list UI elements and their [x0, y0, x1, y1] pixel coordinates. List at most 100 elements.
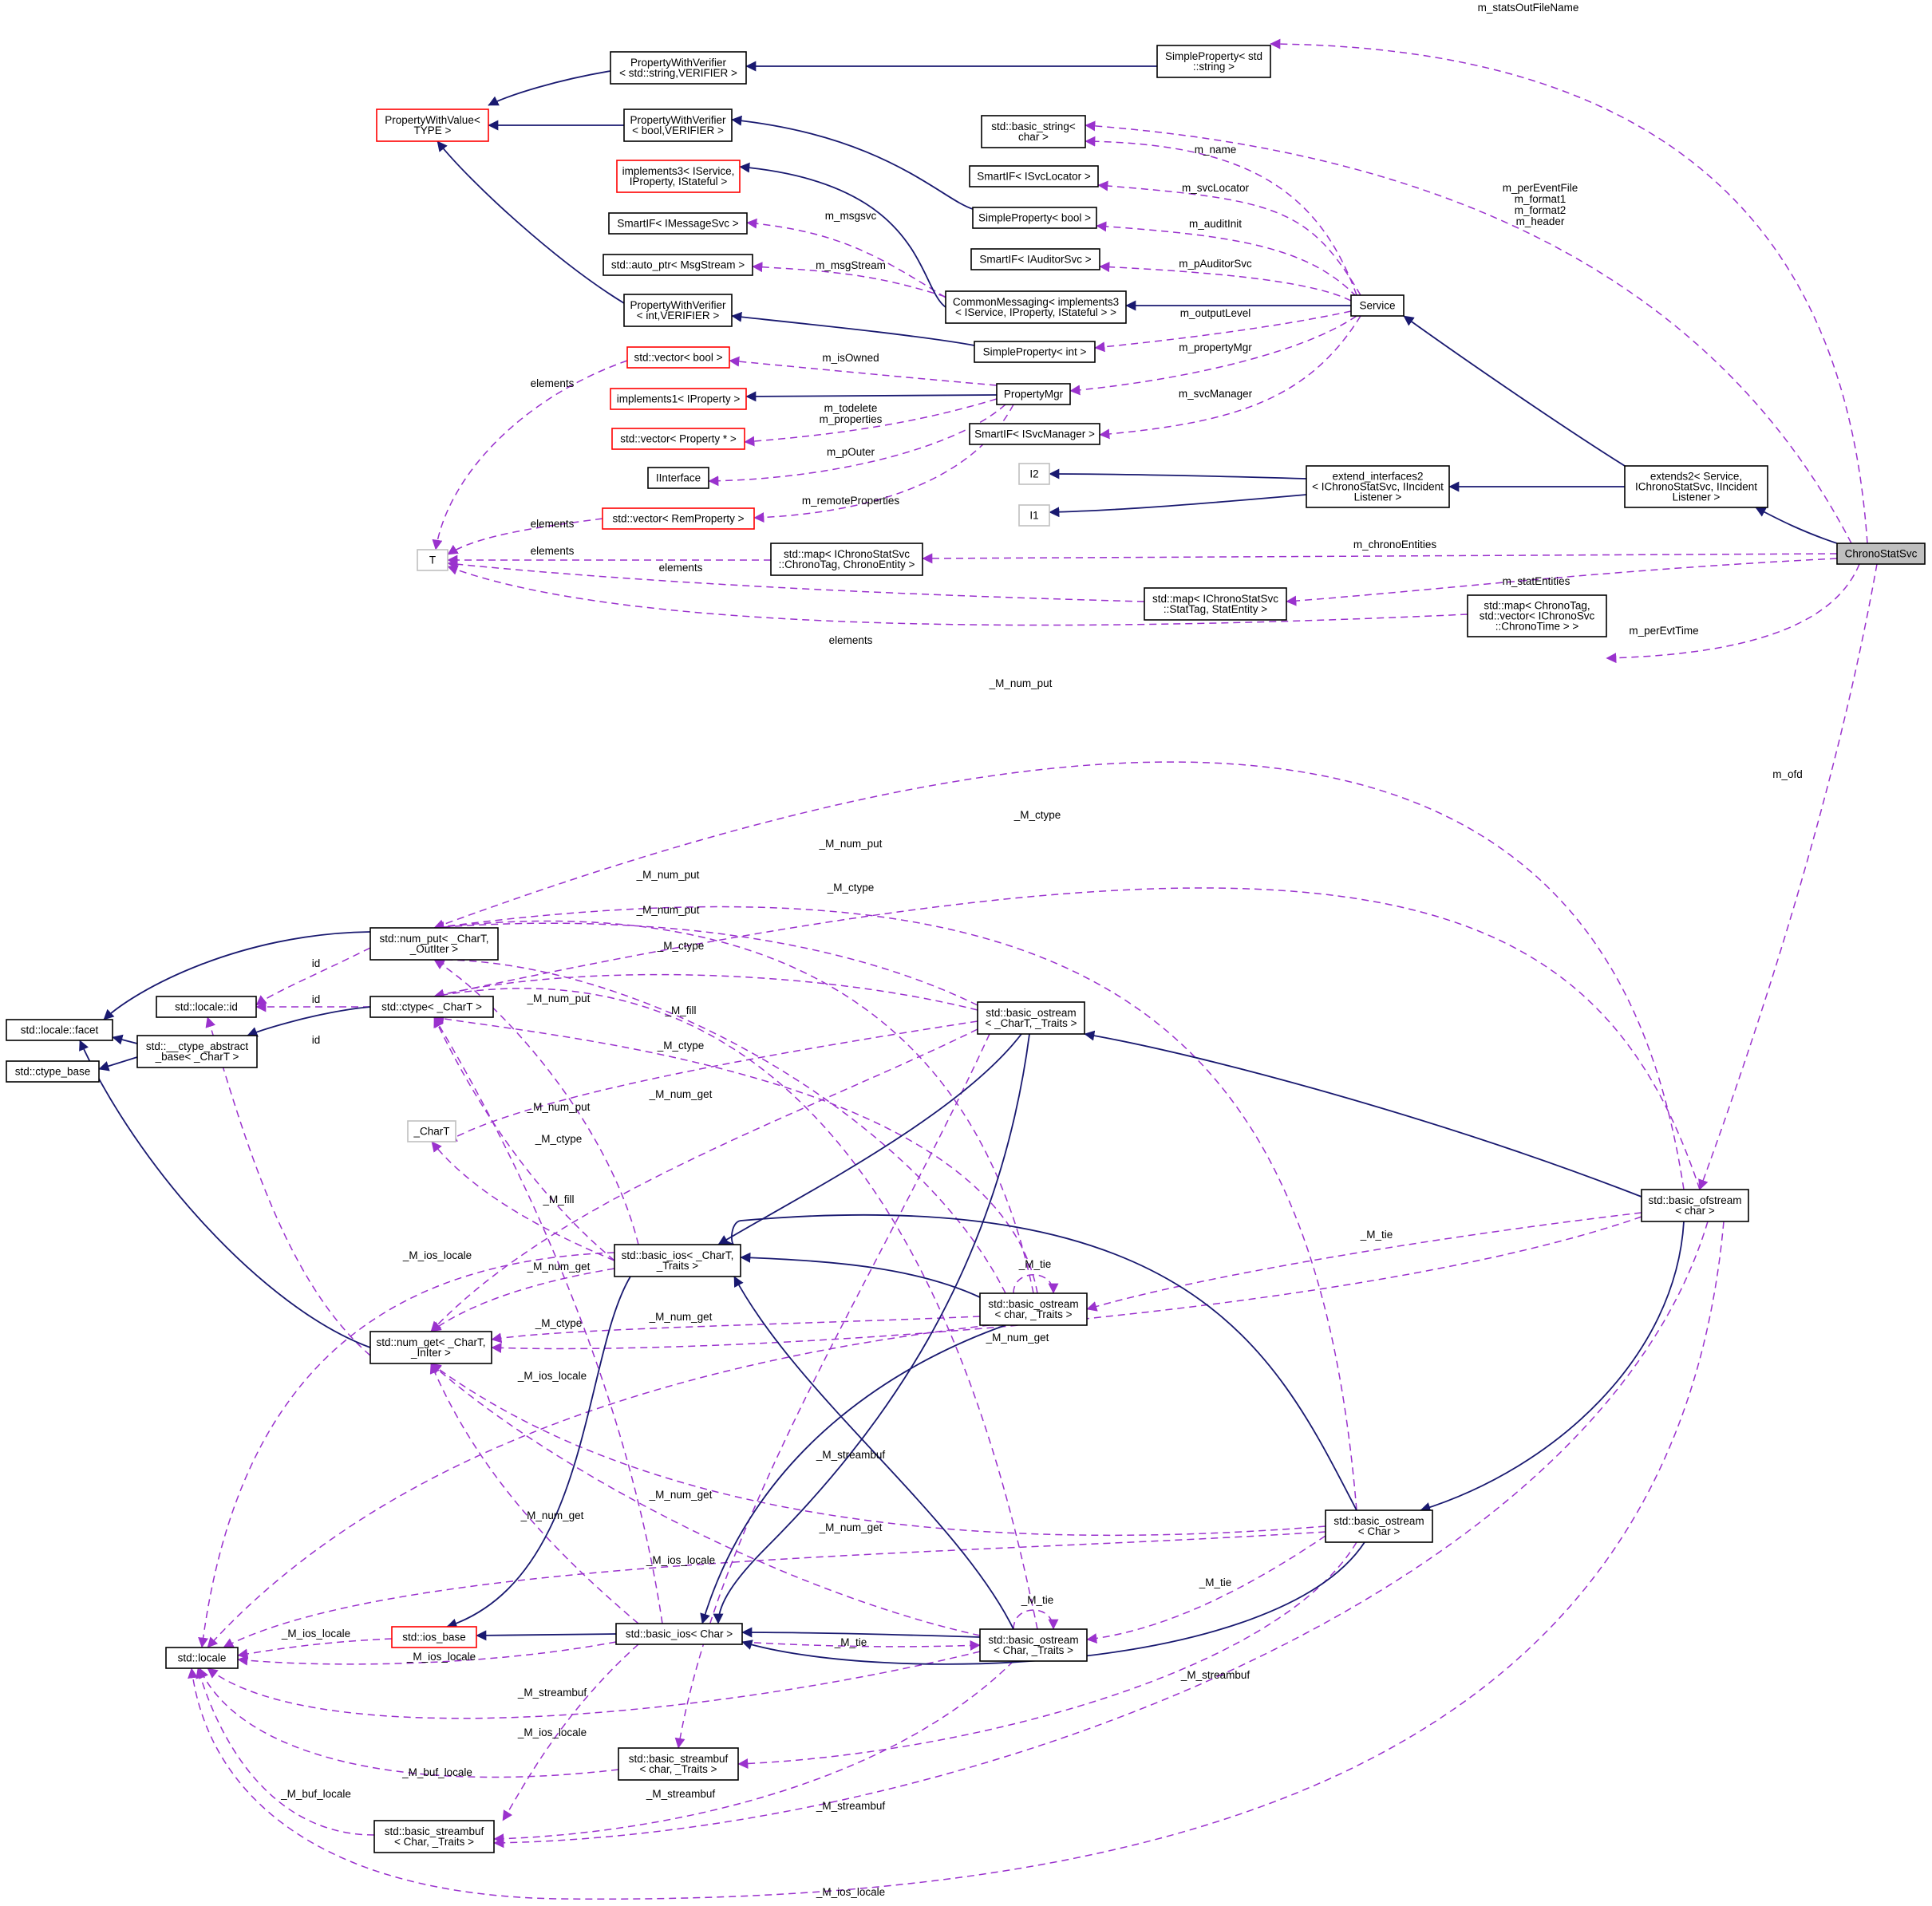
usage-edge — [207, 1651, 981, 1719]
class-node-box — [602, 507, 755, 530]
class-node-label: IInterface — [656, 472, 701, 484]
class-node[interactable]: std::vector< bool > — [626, 346, 730, 369]
class-node-box — [618, 1747, 739, 1781]
class-node[interactable]: Service — [1350, 294, 1405, 317]
class-node[interactable]: PropertyWithValue<TYPE > — [376, 109, 489, 142]
class-node[interactable]: std::locale — [165, 1647, 239, 1669]
usage-edge — [1085, 120, 1852, 544]
class-node-label: _CharT — [413, 1126, 449, 1138]
usage-edge-label: _M_num_get — [649, 1311, 713, 1323]
usage-edge-label: _M_tie — [834, 1636, 867, 1648]
class-node-box — [611, 428, 745, 450]
class-node[interactable]: std::basic_ios< _CharT,_Traits > — [614, 1244, 741, 1277]
class-node[interactable]: std::num_put< _CharT,_OutIter > — [369, 927, 499, 961]
class-node-label: implements3< IService, — [622, 165, 735, 177]
usage-edge — [237, 1641, 617, 1666]
class-node[interactable]: PropertyWithVerifier< bool,VERIFIER > — [623, 109, 733, 142]
class-node-box — [969, 423, 1100, 445]
usage-edge — [188, 1221, 1725, 1900]
class-node-box — [970, 248, 1100, 270]
usage-edge — [433, 954, 1006, 1294]
class-node[interactable]: extends2< Service,IChronoStatSvc, IIncid… — [1624, 465, 1768, 508]
class-node[interactable]: CommonMessaging< implements3< IService, … — [945, 290, 1127, 324]
usage-edge-label: _M_num_get — [520, 1509, 584, 1521]
class-node[interactable]: std::map< ChronoTag,std::vector< IChrono… — [1467, 594, 1607, 637]
class-node[interactable]: SmartIF< IMessageSvc > — [608, 212, 748, 235]
class-node[interactable]: std::basic_ofstream< char > — [1641, 1189, 1749, 1222]
usage-edge — [1096, 221, 1357, 298]
class-node[interactable]: T — [417, 549, 448, 571]
class-node[interactable]: implements1< IProperty > — [610, 388, 747, 410]
class-node[interactable]: std::locale::facet — [6, 1019, 113, 1041]
usage-edge — [207, 1324, 990, 1648]
class-node[interactable]: std::locale::id — [156, 996, 257, 1018]
class-node[interactable]: I1 — [1018, 504, 1050, 527]
class-node-label: std::basic_ios< Char > — [626, 1628, 733, 1640]
class-node[interactable]: std::map< IChronoStatSvc::ChronoTag, Chr… — [770, 543, 923, 576]
usage-edge-label: elements — [531, 545, 575, 557]
usage-edge — [493, 1221, 1709, 1849]
class-node-box — [647, 467, 709, 489]
class-node[interactable]: ChronoStatSvc — [1836, 543, 1926, 565]
usage-edge — [433, 1013, 1038, 1294]
class-node-box — [977, 1001, 1085, 1035]
class-node[interactable]: std::basic_streambuf< char, _Traits > — [618, 1747, 739, 1781]
usage-edge-label: _M_tie — [1018, 1258, 1052, 1270]
usage-edge — [674, 1033, 990, 1749]
class-node[interactable]: std::vector< RemProperty > — [602, 507, 755, 530]
usage-edge — [502, 1644, 639, 1821]
class-node[interactable]: implements3< IService,IProperty, IStatef… — [616, 160, 741, 193]
class-node[interactable]: extend_interfaces2< IChronoStatSvc, IInc… — [1306, 465, 1450, 508]
class-node[interactable]: std::map< IChronoStatSvc::StatTag, StatE… — [1144, 587, 1287, 621]
class-node[interactable]: SimpleProperty< int > — [974, 341, 1096, 363]
class-node-label: T — [429, 554, 436, 566]
class-node[interactable]: SmartIF< ISvcLocator > — [969, 165, 1099, 187]
class-node[interactable]: _CharT — [407, 1120, 456, 1142]
class-node[interactable]: std::__ctype_abstract_base< _CharT > — [136, 1035, 258, 1068]
class-node-label: PropertyWithVerifier — [630, 114, 726, 126]
class-node[interactable]: std::vector< Property * > — [611, 428, 745, 450]
usage-edge — [491, 1316, 981, 1344]
class-node-label: SmartIF< ISvcManager > — [974, 428, 1095, 440]
class-node[interactable]: std::basic_ostream< Char > — [1325, 1509, 1433, 1543]
usage-edge — [429, 1363, 639, 1624]
class-node[interactable]: SmartIF< ISvcManager > — [969, 423, 1100, 445]
class-node[interactable]: std::ios_base — [391, 1626, 477, 1648]
class-node[interactable]: std::basic_ostream< char, _Traits > — [979, 1292, 1088, 1326]
class-node[interactable]: std::basic_ostream< _CharT, _Traits > — [977, 1001, 1085, 1035]
class-node[interactable]: I2 — [1018, 463, 1050, 485]
usage-edge-label: m_statEntities — [1503, 575, 1570, 587]
class-node[interactable]: std::basic_streambuf< Char, _Traits > — [373, 1820, 495, 1853]
inheritance-edge — [733, 1276, 1014, 1630]
class-node[interactable]: PropertyWithVerifier< int,VERIFIER > — [623, 294, 733, 327]
class-node[interactable]: SimpleProperty< bool > — [972, 207, 1097, 229]
class-node[interactable]: SimpleProperty< std::string > — [1156, 45, 1271, 78]
usage-edge-label: _M_fill — [664, 1004, 696, 1016]
class-node-box — [376, 109, 489, 142]
usage-edge — [1286, 558, 1838, 606]
inheritance-edge — [731, 115, 974, 210]
inheritance-edge — [488, 70, 611, 106]
class-node-label: ::string > — [1193, 61, 1235, 73]
usage-edge-label: m_msgsvc — [825, 210, 877, 222]
class-node[interactable]: std::ctype< _CharT > — [369, 996, 494, 1018]
usage-edge-label: _M_num_put — [527, 1101, 591, 1113]
class-node[interactable]: std::auto_ptr< MsgStream > — [603, 254, 753, 276]
class-node-box — [610, 388, 747, 410]
class-node-label: IChronoStatSvc, IIncident — [1635, 481, 1757, 493]
class-node[interactable]: IInterface — [647, 467, 709, 489]
class-node[interactable]: PropertyMgr — [996, 383, 1071, 405]
class-node-label: std::locale::id — [175, 1001, 238, 1013]
class-node[interactable]: std::ctype_base — [6, 1060, 100, 1083]
class-node[interactable]: std::basic_string<char > — [981, 115, 1086, 148]
usage-edge-label: _M_num_get — [819, 1521, 883, 1533]
usage-edge — [741, 1640, 981, 1651]
class-node-label: TYPE > — [414, 124, 452, 136]
class-node[interactable]: PropertyWithVerifier< std::string,VERIFI… — [610, 51, 747, 85]
class-node[interactable]: SmartIF< IAuditorSvc > — [970, 248, 1100, 270]
class-node[interactable]: std::basic_ostream< Char, _Traits > — [979, 1628, 1088, 1662]
class-node-box — [6, 1060, 100, 1083]
class-node[interactable]: std::num_get< _CharT,_InIter > — [369, 1331, 492, 1364]
class-node[interactable]: std::basic_ios< Char > — [615, 1623, 743, 1645]
class-node-label: ChronoStatSvc — [1845, 548, 1918, 560]
